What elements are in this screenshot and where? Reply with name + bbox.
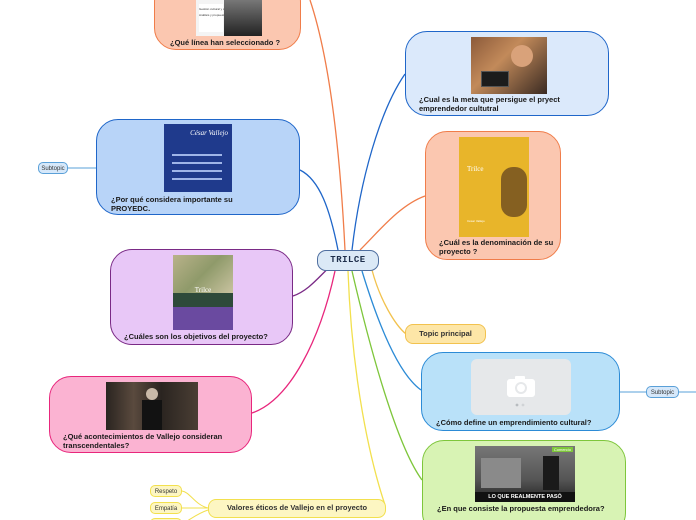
node-objetivos[interactable]: Trilce ¿Cuáles son los objetivos del pro…: [110, 249, 293, 345]
node-objetivos-image: Trilce: [173, 255, 233, 330]
node-objetivos-label: ¿Cuáles son los objetivos del proyecto?: [124, 332, 268, 341]
node-linea-image: Gestión cultural y sociedad Análisis y p…: [196, 0, 262, 36]
node-acontecimientos-image: [106, 382, 198, 430]
node-propuesta-image: Comercio LO QUE REALMENTE PASÓ: [475, 446, 575, 502]
link-emprendimiento: [361, 270, 422, 391]
link-valores-third: [187, 509, 209, 520]
node-emprendimiento-label: ¿Cómo define un emprendimiento cultural?: [436, 418, 592, 427]
link-porque: [299, 169, 339, 251]
link-acontecimientos: [251, 270, 336, 414]
valores-item-respeto[interactable]: Respeto: [150, 485, 182, 497]
subtopic-left-label: Subtopic: [41, 166, 65, 172]
link-meta: [351, 73, 406, 251]
central-topic[interactable]: TRILCE: [317, 250, 379, 271]
node-valores[interactable]: Valores éticos de Vallejo en el proyecto: [208, 499, 386, 518]
node-valores-label: Valores éticos de Vallejo en el proyecto: [226, 503, 368, 512]
node-meta-label: ¿Cual es la meta que persigue el pryect …: [419, 95, 560, 113]
node-denominacion[interactable]: Trilce César Vallejo ¿Cuál es la denomin…: [425, 131, 561, 260]
node-acontecimientos-label: ¿Qué acontecimientos de Vallejo consider…: [63, 432, 223, 450]
link-denominacion: [359, 195, 426, 251]
node-porque[interactable]: César Vallejo ¿Por qué considera importa…: [96, 119, 300, 215]
node-emprendimiento[interactable]: ¿Cómo define un emprendimiento cultural?: [421, 352, 620, 431]
node-porque-label: ¿Por qué considera importante su PROYEDC…: [111, 195, 233, 213]
link-topic: [371, 269, 407, 335]
node-emprendimiento-image: [471, 359, 571, 415]
node-acontecimientos[interactable]: ¿Qué acontecimientos de Vallejo consider…: [49, 376, 252, 453]
valores-item-respeto-label: Respeto: [154, 489, 178, 495]
link-propuesta: [351, 270, 423, 481]
node-linea-label: ¿Qué línea han seleccionado ?: [170, 38, 281, 47]
node-linea[interactable]: Gestión cultural y sociedad Análisis y p…: [154, 0, 301, 50]
node-propuesta[interactable]: Comercio LO QUE REALMENTE PASÓ ¿En que c…: [422, 440, 626, 520]
subtopic-right[interactable]: Subtopic: [646, 386, 679, 398]
link-valores-respeto: [181, 490, 209, 509]
valores-item-empatia[interactable]: Empatía: [150, 502, 182, 514]
link-linea: [309, 0, 346, 251]
node-meta[interactable]: ¿Cual es la meta que persigue el pryect …: [405, 31, 609, 116]
subtopic-right-label: Subtopic: [650, 390, 675, 396]
camera-icon: [507, 376, 535, 407]
node-porque-image: César Vallejo: [164, 124, 232, 192]
valores-item-empatia-label: Empatía: [154, 506, 178, 512]
node-propuesta-label: ¿En que consiste la propuesta emprendedo…: [437, 504, 605, 513]
node-denominacion-label: ¿Cuál es la denominación de su proyecto …: [439, 238, 554, 256]
node-topic-label: Topic principal: [419, 329, 472, 338]
link-valores: [347, 270, 386, 506]
node-denominacion-image: Trilce César Vallejo: [459, 137, 529, 237]
subtopic-left[interactable]: Subtopic: [38, 162, 68, 174]
node-topic[interactable]: Topic principal: [405, 324, 486, 344]
node-meta-image: [471, 37, 547, 94]
